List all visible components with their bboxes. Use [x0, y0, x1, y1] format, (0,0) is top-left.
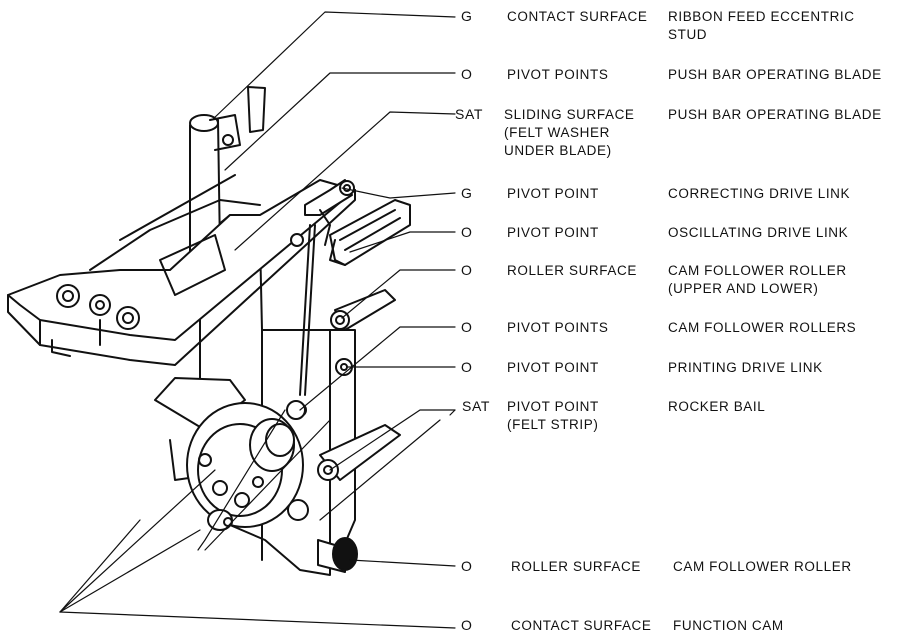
printing-drive-link	[290, 224, 353, 396]
callout-part-line2: STUD	[668, 27, 708, 42]
callout-code: O	[461, 617, 473, 633]
callout-code: G	[461, 185, 473, 201]
callout-part-line2: (UPPER AND LOWER)	[668, 281, 819, 296]
leader-lines	[59, 11, 456, 629]
callout-location-line2: (FELT STRIP)	[507, 417, 599, 432]
callout-part: CAM FOLLOWER ROLLER	[673, 559, 852, 574]
callout-code: SAT	[462, 398, 490, 414]
callout-code: O	[461, 66, 473, 82]
callout-location: PIVOT POINT	[507, 186, 599, 201]
cam-follower-roller-lower	[207, 509, 233, 531]
cam-follower-link-upper	[330, 289, 396, 331]
callout-code: SAT	[455, 106, 483, 122]
oscillating-drive-link	[329, 199, 411, 266]
callout-part: OSCILLATING DRIVE LINK	[668, 225, 849, 240]
callout-location: SLIDING SURFACE	[504, 107, 635, 122]
callout-code: O	[461, 319, 473, 335]
callout-location: CONTACT SURFACE	[511, 618, 652, 633]
callout-location: PIVOT POINTS	[507, 67, 609, 82]
callout-part: PUSH BAR OPERATING BLADE	[668, 107, 882, 122]
callout-code: O	[461, 224, 473, 240]
callout-part: CAM FOLLOWER ROLLERS	[668, 320, 857, 335]
callout-part: CORRECTING DRIVE LINK	[668, 186, 851, 201]
callout-location: CONTACT SURFACE	[507, 9, 648, 24]
callout-part: RIBBON FEED ECCENTRIC	[668, 9, 855, 24]
callout-code: G	[461, 8, 473, 24]
callout-code: O	[461, 558, 473, 574]
callout-location: PIVOT POINT	[507, 399, 599, 414]
callout-part: FUNCTION CAM	[673, 618, 784, 633]
callout-location: PIVOT POINT	[507, 360, 599, 375]
rocker-bail	[317, 424, 401, 481]
callout-part: ROCKER BAIL	[668, 399, 766, 414]
callout-location: ROLLER SURFACE	[507, 263, 637, 278]
callout-location: ROLLER SURFACE	[511, 559, 641, 574]
callout-part: CAM FOLLOWER ROLLER	[668, 263, 847, 278]
callout-code: O	[461, 359, 473, 375]
callout-part: PRINTING DRIVE LINK	[668, 360, 823, 375]
callout-part: PUSH BAR OPERATING BLADE	[668, 67, 882, 82]
function-cam	[154, 377, 306, 528]
rocker-shaft	[317, 537, 358, 573]
callout-code: O	[461, 262, 473, 278]
callout-location-line3: UNDER BLADE)	[504, 143, 612, 158]
callout-location: PIVOT POINT	[507, 225, 599, 240]
callout-location-line2: (FELT WASHER	[504, 125, 610, 140]
callout-location: PIVOT POINTS	[507, 320, 609, 335]
